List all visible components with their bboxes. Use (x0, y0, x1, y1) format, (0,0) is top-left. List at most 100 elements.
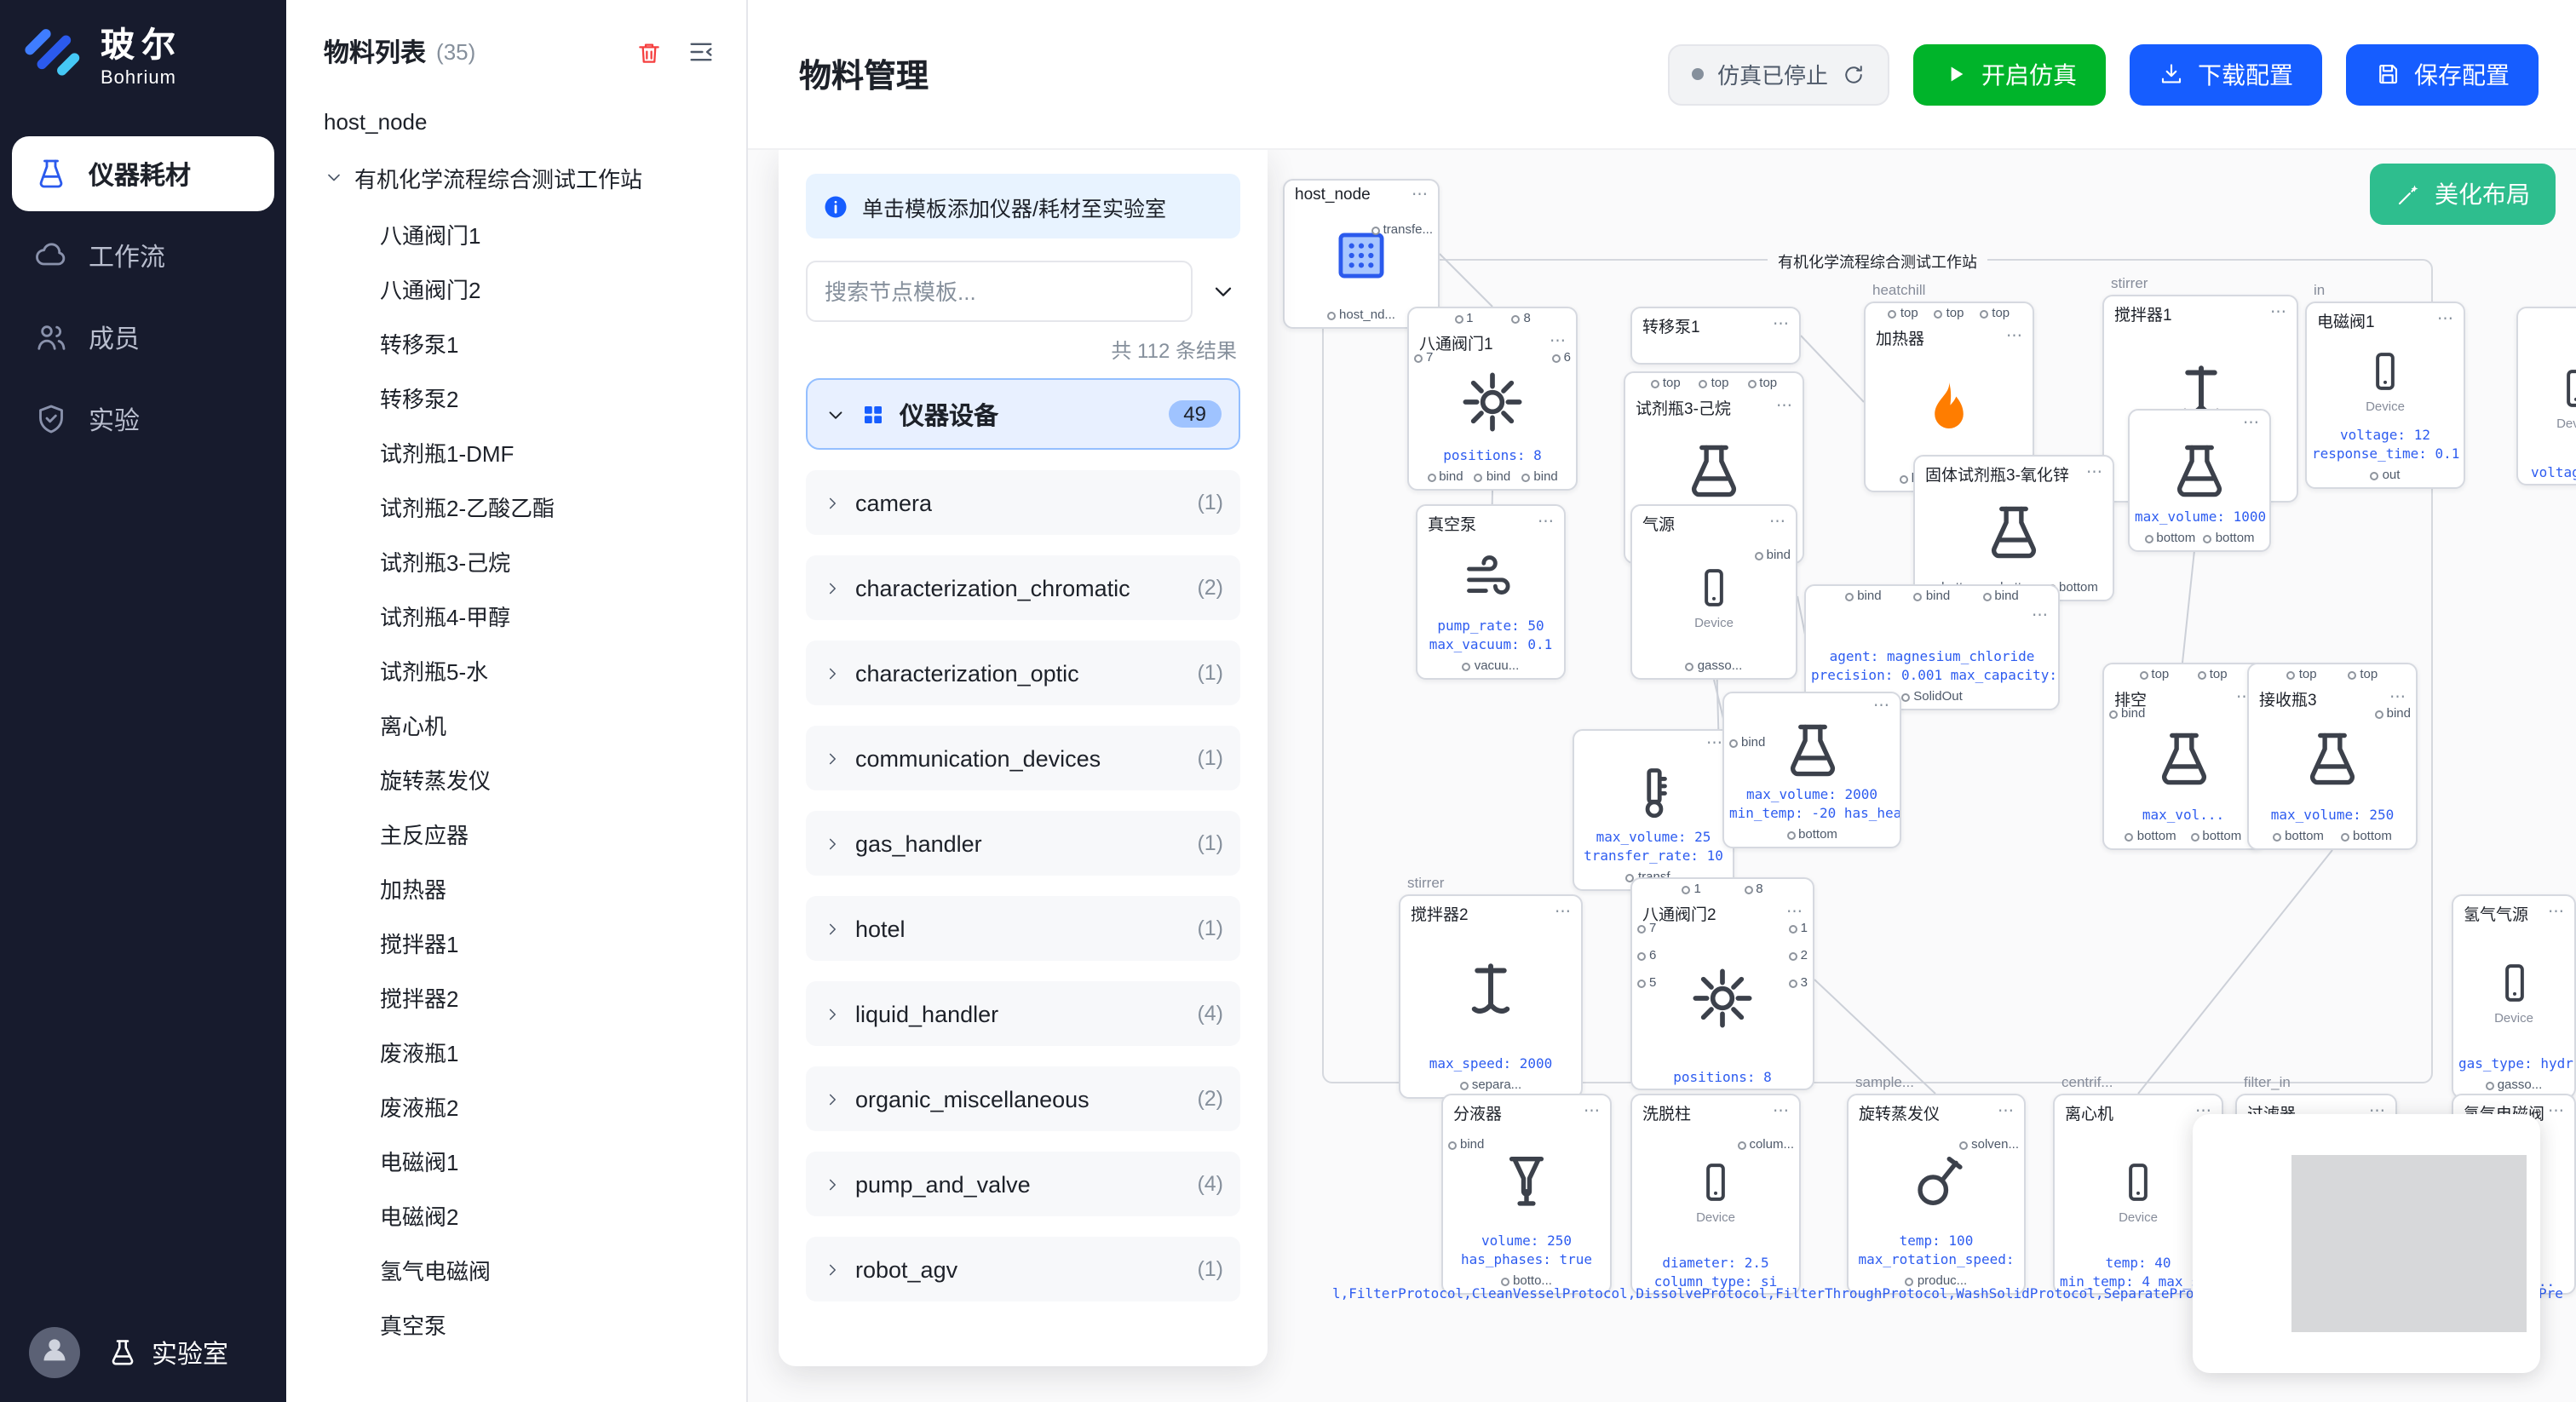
refresh-icon[interactable] (1842, 62, 1866, 86)
category-row-hotel[interactable]: hotel(1) (806, 896, 1240, 961)
left-port[interactable]: bind (1729, 734, 1765, 750)
tree-item[interactable]: 试剂瓶1-DMF (380, 440, 515, 466)
right-port[interactable]: transfe... (1371, 221, 1433, 237)
avatar[interactable] (29, 1327, 80, 1378)
top-port[interactable]: top (2286, 666, 2317, 681)
collapse-template-panel-button[interactable] (1206, 274, 1240, 308)
top-port[interactable]: bind (1845, 588, 1882, 603)
tree-item[interactable]: 氢气电磁阀 (380, 1258, 492, 1284)
tree-item[interactable]: 试剂瓶2-乙酸乙酯 (380, 495, 555, 520)
tree-item[interactable]: 八通阀门2 (380, 277, 481, 302)
category-row-gas_handler[interactable]: gas_handler(1) (806, 811, 1240, 876)
category-row-organic_miscellaneous[interactable]: organic_miscellaneous(2) (806, 1066, 1240, 1131)
tree-item[interactable]: 加热器 (380, 876, 447, 902)
beautify-layout-button[interactable]: 美化布局 (2370, 164, 2556, 225)
node-menu-icon[interactable]: ⋯ (1555, 903, 1571, 922)
category-row-characterization_optic[interactable]: characterization_optic(1) (806, 641, 1240, 705)
node-menu-icon[interactable]: ⋯ (2437, 310, 2453, 330)
sidebar-item-experiment[interactable]: 实验 (12, 382, 274, 457)
bottom-port[interactable]: SolidOut (1901, 688, 1963, 704)
save-config-button[interactable]: 保存配置 (2346, 43, 2539, 105)
bottom-port[interactable]: separa... (1459, 1077, 1521, 1092)
bottom-port[interactable]: bottom (1786, 826, 1837, 842)
right-port[interactable]: 1 (1788, 920, 1808, 935)
canvas-node[interactable]: 固体试剂瓶3-氧化锌⋯bottombottombottom (1913, 455, 2114, 601)
tree-item[interactable]: 转移泵2 (380, 386, 459, 411)
top-port[interactable]: top (1888, 305, 1918, 320)
top-port[interactable]: 8 (1744, 881, 1763, 896)
template-search-input[interactable] (806, 261, 1193, 322)
tree-item[interactable]: 离心机 (380, 713, 447, 738)
category-row-robot_agv[interactable]: robot_agv(1) (806, 1237, 1240, 1301)
tree-item[interactable]: 八通阀门1 (380, 222, 481, 248)
download-config-button[interactable]: 下载配置 (2130, 43, 2322, 105)
node-menu-icon[interactable]: ⋯ (2389, 688, 2406, 708)
left-port[interactable]: bind (2109, 705, 2145, 721)
category-row-communication_devices[interactable]: communication_devices(1) (806, 726, 1240, 790)
left-port[interactable]: 6 (1637, 947, 1656, 962)
top-port[interactable]: bind (1982, 588, 2019, 603)
node-menu-icon[interactable]: ⋯ (2548, 903, 2564, 922)
bottom-port[interactable]: bind (1427, 468, 1463, 484)
category-row-pump_and_valve[interactable]: pump_and_valve(4) (806, 1152, 1240, 1216)
bottom-port[interactable]: produc... (1905, 1273, 1967, 1288)
tree-item[interactable]: 真空泵 (380, 1313, 447, 1338)
sidebar-item-lab[interactable]: 实验室 (107, 1335, 228, 1370)
right-port[interactable]: 2 (1788, 947, 1808, 962)
tree-item[interactable]: 搅拌器1 (380, 931, 459, 957)
bottom-port[interactable]: vacuu... (1462, 658, 1519, 673)
tree-item[interactable]: 主反应器 (380, 822, 469, 848)
bottom-port[interactable]: out (2370, 467, 2400, 482)
node-menu-icon[interactable]: ⋯ (1776, 397, 1792, 417)
top-port[interactable]: top (1980, 305, 2010, 320)
left-port[interactable]: 5 (1637, 974, 1656, 990)
bottom-port[interactable]: bind (1474, 468, 1510, 484)
minimap[interactable] (2193, 1114, 2540, 1373)
right-port[interactable]: solven... (1959, 1136, 2019, 1152)
left-port[interactable]: bind (1448, 1136, 1484, 1152)
top-port[interactable]: top (2197, 666, 2228, 681)
node-menu-icon[interactable]: ⋯ (1706, 734, 1722, 753)
tree-item[interactable]: 旋转蒸发仪 (380, 767, 492, 793)
tree-item[interactable]: 废液瓶2 (380, 1095, 459, 1120)
bottom-port[interactable]: bottom (2144, 530, 2195, 545)
node-menu-icon[interactable]: ⋯ (1538, 513, 1554, 532)
tree-item[interactable]: 试剂瓶5-水 (380, 658, 489, 684)
right-port[interactable]: colum... (1737, 1136, 1794, 1152)
tree-item[interactable]: 试剂瓶3-己烷 (380, 549, 511, 575)
canvas-node[interactable]: host_node⋯host_nd...transfe... (1283, 179, 1440, 329)
tree-group-workstation[interactable]: 有机化学流程综合测试工作站 (324, 148, 746, 206)
bottom-port[interactable]: gasso... (2485, 1077, 2542, 1092)
node-menu-icon[interactable]: ⋯ (2270, 303, 2286, 323)
top-port[interactable]: top (1650, 375, 1681, 390)
sidebar-item-workflow[interactable]: 工作流 (12, 218, 274, 293)
node-menu-icon[interactable]: ⋯ (2032, 606, 2048, 625)
top-port[interactable]: top (2139, 666, 2169, 681)
node-menu-icon[interactable]: ⋯ (1773, 1102, 1789, 1122)
right-port[interactable]: bind (1754, 547, 1791, 562)
node-menu-icon[interactable]: ⋯ (1786, 903, 1803, 922)
bottom-port[interactable]: host_nd... (1327, 307, 1395, 322)
category-row-liquid_handler[interactable]: liquid_handler(4) (806, 981, 1240, 1046)
bottom-port[interactable]: gasso... (1685, 658, 1742, 673)
tree-item[interactable]: 电磁阀1 (380, 1149, 459, 1175)
node-menu-icon[interactable]: ⋯ (1873, 697, 1889, 715)
bottom-port[interactable]: bottom (2125, 828, 2176, 843)
node-menu-icon[interactable]: ⋯ (2243, 414, 2259, 433)
canvas-node[interactable]: 转移泵1⋯ (1630, 307, 1801, 365)
minimap-viewport[interactable] (2291, 1155, 2527, 1332)
tree-item[interactable]: 搅拌器2 (380, 985, 459, 1011)
bottom-port[interactable]: bind (1521, 468, 1558, 484)
